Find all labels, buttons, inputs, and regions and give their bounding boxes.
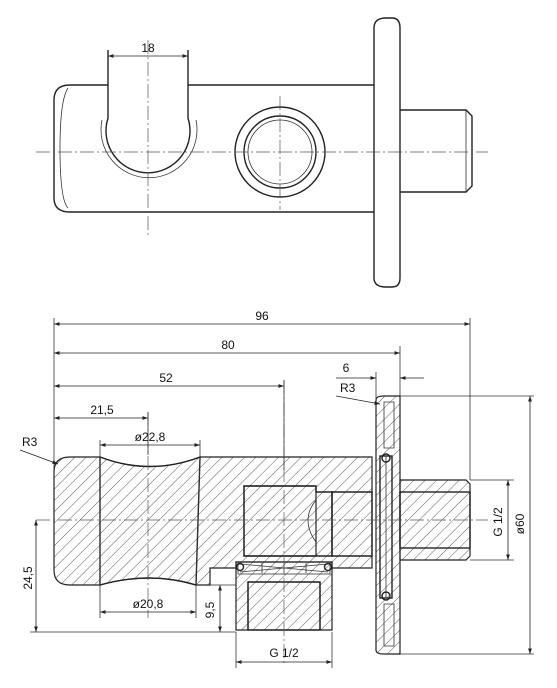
dim-80-label: 80: [221, 338, 235, 352]
top-view-flange: [373, 17, 401, 288]
dim-d60-label: ø60: [513, 513, 527, 534]
section-flange-oring-top: [381, 453, 391, 463]
dim-d20-8-label: ø20,8: [133, 597, 164, 611]
section-view: 96 80 6 52 21,5 ø22,8 ø20,8 R3 R3 24,5 9…: [19, 309, 534, 668]
dim-6-label: 6: [343, 361, 350, 375]
top-view-holder-slot-inner: [100, 119, 198, 179]
section-groove-edge-right: [195, 456, 201, 586]
section-oring-left: [235, 562, 245, 572]
section-flange-inner-clear: [383, 401, 395, 647]
section-side-passage: [331, 491, 373, 557]
dim-9-5-label: 9,5: [203, 601, 217, 618]
section-bore-arc: [307, 499, 317, 543]
dim-52-label: 52: [159, 371, 173, 385]
dim-r3-left-label: R3: [22, 435, 38, 449]
dim-d22-8-label: ø22,8: [135, 430, 166, 444]
dim-21-5-label: 21,5: [90, 403, 114, 417]
dim-18-label: 18: [141, 41, 155, 55]
dim-24-5-label: 24,5: [21, 566, 35, 590]
dim-r3-flange-label: R3: [340, 381, 356, 395]
dim-r3-left-leader: [19, 449, 59, 465]
top-view-body-inner-left: [59, 87, 69, 209]
dim-g12-bottom-label: G 1/2: [269, 646, 299, 660]
top-view-body-outline: [53, 84, 374, 213]
top-view-thread-stub: [400, 109, 473, 193]
top-view: 18: [36, 17, 488, 288]
section-flange-oring-bottom: [381, 591, 391, 601]
dim-g12-side-label: G 1/2: [491, 507, 505, 537]
extension-lines: [30, 318, 534, 668]
dim-96-label: 96: [255, 309, 269, 323]
dim-r3-flange-leader: [335, 395, 381, 405]
section-oring-right: [323, 562, 333, 572]
